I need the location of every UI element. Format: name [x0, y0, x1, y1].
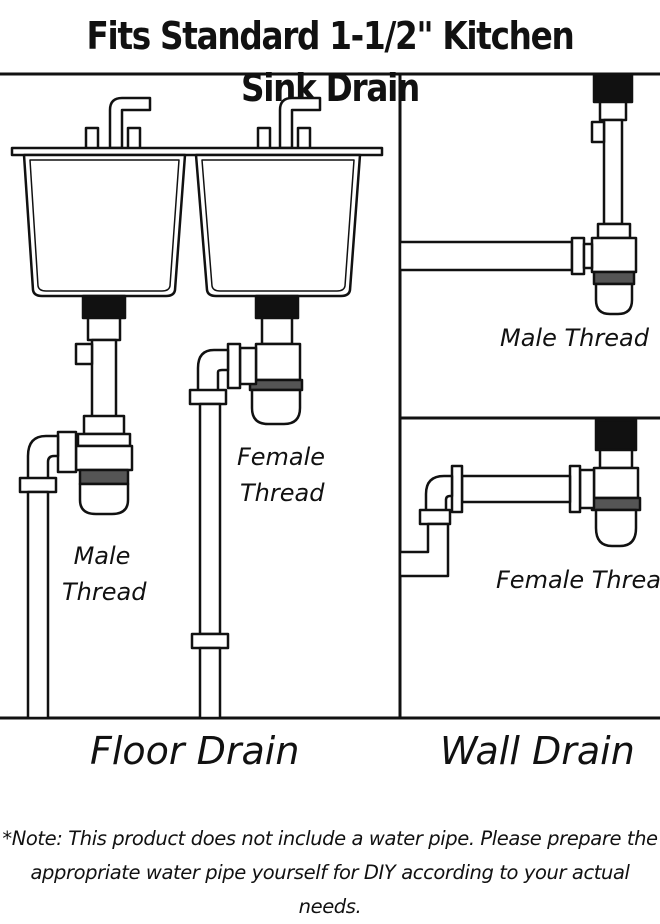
- faucet-left: [84, 96, 152, 152]
- basin-left: [22, 153, 187, 298]
- floor-drain-male-assembly: [18, 294, 134, 720]
- female-thread-label-line1: Female: [236, 443, 326, 471]
- wall-drain-caption: Wall Drain: [440, 729, 635, 773]
- male-thread-label-line1: Male: [73, 542, 131, 570]
- wall-female-thread-label: Female Thread: [496, 566, 660, 594]
- wall-drain-female-assembly: [398, 418, 642, 578]
- female-thread-label-line2: Thread: [240, 479, 325, 507]
- drain-diagram: [0, 72, 660, 720]
- floor-drain-female-assembly: [188, 294, 304, 720]
- wall-male-thread-label: Male Thread: [500, 324, 649, 352]
- note-line-2: appropriate water pipe yourself for DIY …: [30, 861, 630, 918]
- basin-right: [194, 153, 362, 298]
- note-line-1: *Note: This product does not include a w…: [2, 827, 658, 850]
- wall-drain-male-assembly: [398, 72, 638, 316]
- panel-borders: [0, 72, 660, 720]
- sink-illustration: [10, 96, 384, 298]
- male-thread-label-line2: Thread: [62, 578, 147, 606]
- faucet-right: [256, 96, 322, 152]
- disclaimer-note: *Note: This product does not include a w…: [0, 822, 660, 924]
- floor-drain-caption: Floor Drain: [90, 729, 300, 773]
